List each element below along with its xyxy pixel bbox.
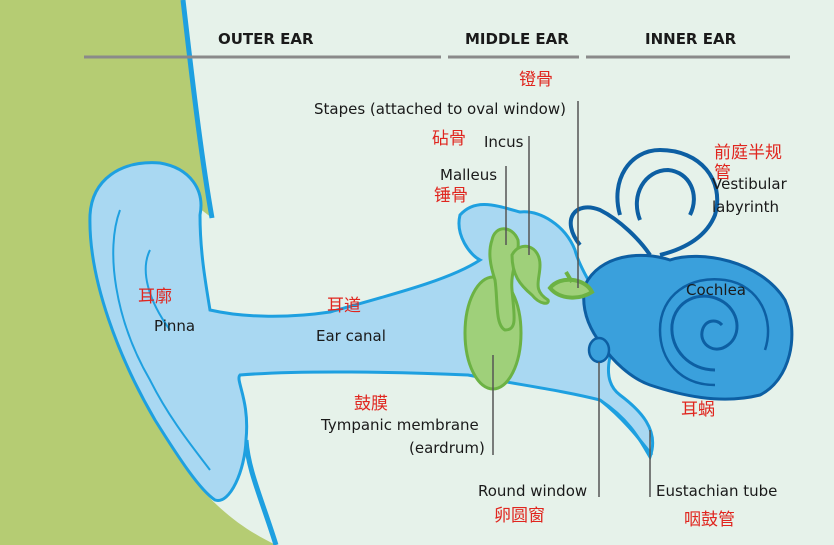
head-skin [0, 0, 276, 545]
stapes-shape [547, 270, 595, 300]
stapes-label-cn: 镫骨 [519, 70, 553, 90]
leader-lines [492, 101, 651, 497]
ear-canal-label-cn: 耳道 [327, 296, 361, 316]
tympanic-label-cn: 鼓膜 [354, 394, 388, 414]
eustachian-tube-edge [599, 398, 654, 456]
incus-label: Incus [484, 133, 524, 151]
outer-ear-header: OUTER EAR [218, 30, 314, 48]
pinna-label: Pinna [154, 317, 196, 335]
vestibular-label-cn-line2: 管 [714, 163, 731, 183]
malleus-label: Malleus [440, 166, 498, 184]
tympanic-label-line2: (eardrum) [409, 439, 485, 457]
lower-skin-boundary [243, 439, 279, 545]
cochlea-spiral [670, 294, 739, 372]
stapes-label: Stapes (attached to oval window) [314, 100, 566, 118]
skin-boundary [180, 0, 215, 219]
pinna-inner-fold [112, 209, 211, 471]
inner-ear-header: INNER EAR [645, 30, 737, 48]
round-window-label-cn: 卵圆窗 [494, 506, 545, 526]
ear-canal-label: Ear canal [316, 327, 386, 345]
pinna-label-cn: 耳廓 [138, 287, 172, 307]
tympanic-label-line1: Tympanic membrane [321, 416, 479, 434]
eustachian-tube-label: Eustachian tube [656, 482, 778, 500]
vestibular-labyrinth-shape [568, 147, 720, 257]
incus-label-cn: 砧骨 [432, 129, 466, 149]
eustachian-tube-label-cn: 咽鼓管 [684, 510, 735, 530]
round-window-label: Round window [478, 482, 588, 500]
cochlea-outer-ring [658, 278, 770, 387]
vestibular-label-cn-line1: 前庭半规 [714, 143, 782, 163]
vestibular-label-line2: labyrinth [712, 198, 779, 216]
malleus-label-cn: 锤骨 [434, 186, 468, 206]
middle-ear-header: MIDDLE EAR [465, 30, 569, 48]
cochlea-label: Cochlea [686, 281, 746, 299]
vestibular-label-line1: Vestibular [712, 175, 787, 193]
round-window-shape [587, 336, 611, 364]
incus-shape [510, 244, 550, 305]
cochlea-label-cn: 耳蜗 [681, 400, 715, 420]
